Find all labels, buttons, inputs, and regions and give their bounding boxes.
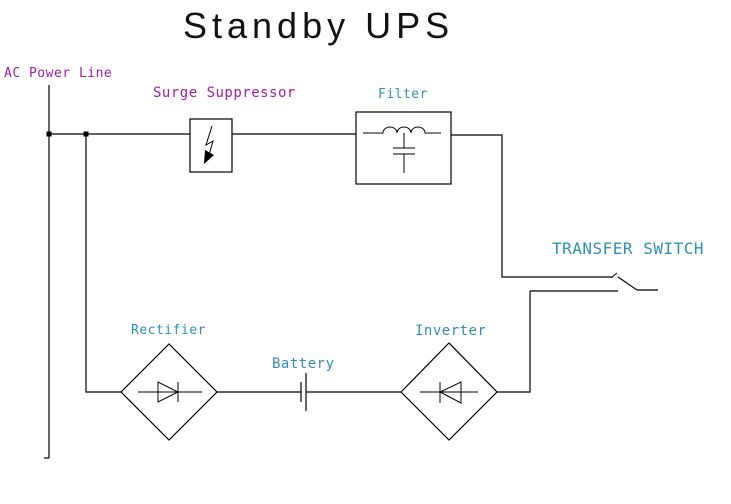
lightning-bolt-icon (204, 125, 214, 164)
inverter: Inverter (400, 323, 498, 441)
page-title: Standby UPS (183, 5, 454, 46)
switch-top-contact-tick (611, 272, 618, 278)
surge-suppressor-box (189, 118, 233, 173)
backup-path-wires (85, 134, 531, 393)
inverter-diamond (400, 342, 498, 441)
wire-ac-to-rectifier (85, 134, 121, 393)
filter-label: Filter (378, 87, 428, 102)
capacitor-symbol (393, 133, 415, 173)
battery: Battery (272, 356, 335, 411)
diode-left-icon (420, 381, 478, 404)
inductor-symbol (363, 126, 441, 134)
battery-label: Battery (272, 356, 335, 372)
diode-right-icon (138, 381, 202, 403)
transfer-switch-label: TRANSFER SWITCH (552, 239, 704, 258)
filter-box (355, 111, 452, 185)
rectifier-diamond (120, 343, 218, 441)
rectifier-label: Rectifier (131, 323, 206, 338)
switch-blade (617, 276, 638, 291)
utility-path-wires (49, 133, 613, 278)
surge-suppressor-label: Surge Suppressor (153, 85, 296, 101)
rectifier: Rectifier (120, 323, 218, 441)
filter: Filter (355, 87, 452, 185)
wire-filter-to-switch (451, 134, 613, 278)
ac-power-line: AC Power Line (4, 66, 112, 459)
transfer-switch: TRANSFER SWITCH (530, 239, 704, 292)
ac-power-line-label: AC Power Line (4, 66, 112, 81)
surge-suppressor: Surge Suppressor (153, 85, 296, 173)
wire-inverter-to-switch (497, 291, 531, 393)
inverter-label: Inverter (415, 323, 486, 339)
battery-cell-icon (300, 373, 307, 411)
